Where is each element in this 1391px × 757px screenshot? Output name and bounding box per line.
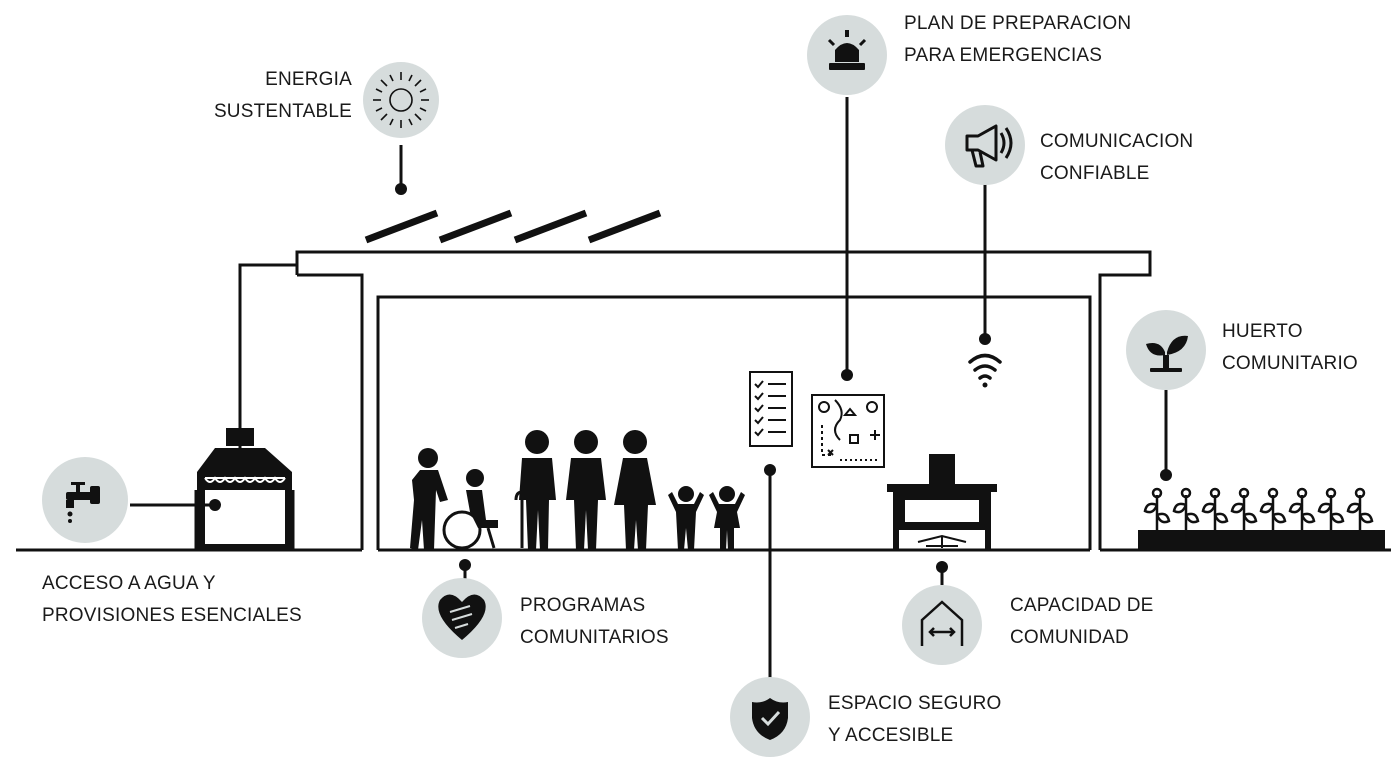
label-capacidad-line1: CAPACIDAD DE xyxy=(1010,595,1154,616)
label-capacidad-line2: COMUNIDAD xyxy=(1010,627,1129,648)
label-plan-line2: PARA EMERGENCIAS xyxy=(904,45,1103,66)
label-espacio-line2: Y ACCESIBLE xyxy=(828,725,954,746)
label-espacio-seguro: ESPACIO SEGURO Y ACCESIBLE xyxy=(828,688,1002,752)
people-group xyxy=(410,430,745,550)
label-programas-line2: COMUNITARIOS xyxy=(520,627,669,648)
label-espacio-line1: ESPACIO SEGURO xyxy=(828,693,1002,714)
label-huerto-line1: HUERTO xyxy=(1222,321,1303,342)
garden-bed xyxy=(1138,487,1385,550)
label-capacidad-comunidad: CAPACIDAD DE COMUNIDAD xyxy=(1010,590,1154,654)
megaphone-icon xyxy=(965,124,1013,168)
desk xyxy=(887,454,997,550)
label-energia-line2: SUSTENTABLE xyxy=(213,101,352,122)
label-comunicacion-line1: COMUNICACION xyxy=(1040,131,1194,152)
heart-hands-icon xyxy=(438,594,486,640)
label-programas-comunitarios: PROGRAMAS COMUNITARIOS xyxy=(520,590,669,654)
label-agua-line1: ACCESO A AGUA Y xyxy=(42,573,216,594)
solar-panels xyxy=(364,209,662,244)
faucet-icon xyxy=(66,482,100,523)
siren-icon xyxy=(827,30,867,70)
wifi-icon xyxy=(968,353,1002,380)
evacuation-map-icon xyxy=(811,394,885,468)
label-energia-sustentable: ENERGIA SUSTENTABLE xyxy=(208,64,352,128)
leader-dots xyxy=(209,183,1172,573)
label-agua-line2: PROVISIONES ESENCIALES xyxy=(42,605,302,626)
label-comunicacion-line2: CONFIABLE xyxy=(1040,163,1150,184)
label-programas-line1: PROGRAMAS xyxy=(520,595,646,616)
label-acceso-agua: ACCESO A AGUA Y PROVISIONES ESENCIALES xyxy=(42,568,302,632)
water-tank xyxy=(194,428,295,550)
house-capacity-icon xyxy=(920,600,964,646)
shield-check-icon xyxy=(752,698,788,740)
label-comunicacion-confiable: COMUNICACION CONFIABLE xyxy=(1040,126,1193,190)
label-huerto-line2: COMUNITARIO xyxy=(1222,353,1358,374)
label-plan-emergencias: PLAN DE PREPARACION PARA EMERGENCIAS xyxy=(904,8,1131,72)
label-huerto-comunitario: HUERTO COMUNITARIO xyxy=(1222,316,1358,380)
leader-lines xyxy=(130,97,1168,692)
sun-icon xyxy=(373,72,429,128)
label-plan-line1: PLAN DE PREPARACION xyxy=(904,13,1132,34)
checklist-icon xyxy=(749,371,793,447)
sprout-icon xyxy=(1146,335,1188,372)
label-energia-line1: ENERGIA xyxy=(265,69,352,90)
building-outline xyxy=(295,250,1152,550)
